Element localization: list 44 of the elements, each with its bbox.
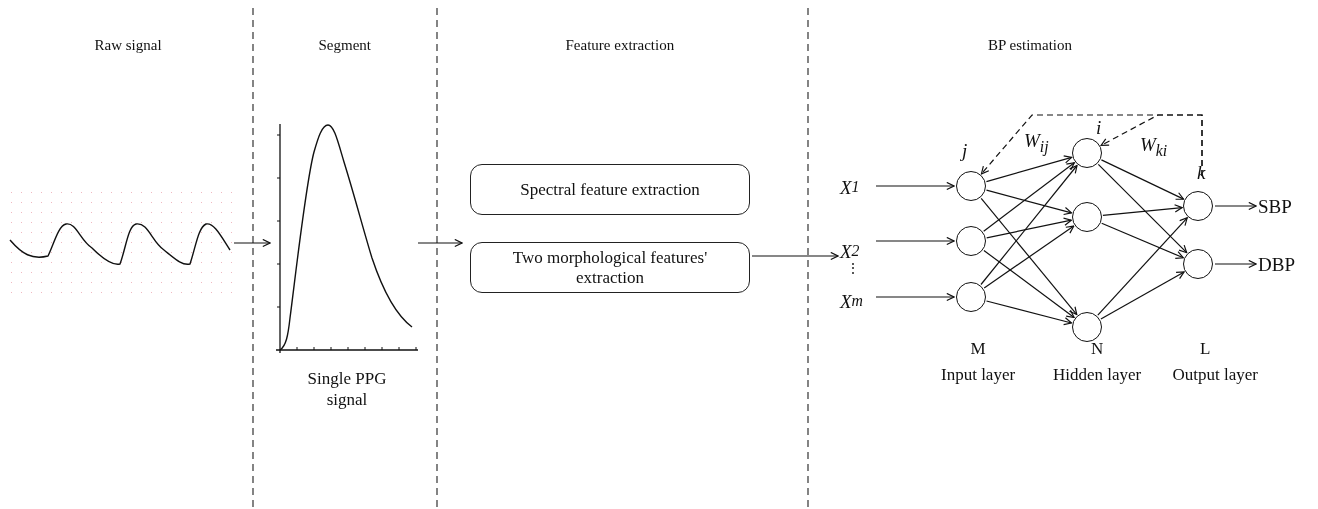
arrow xyxy=(1097,217,1188,316)
arrow xyxy=(1100,271,1185,320)
arrow xyxy=(417,238,463,248)
arrow xyxy=(751,251,839,261)
layer-size-label: M xyxy=(970,340,986,357)
arrow xyxy=(983,225,1075,289)
arrow xyxy=(986,217,1072,239)
stage-heading: Segment xyxy=(318,38,371,53)
output-label: DBP xyxy=(1258,253,1302,275)
arrow xyxy=(875,181,955,191)
neuron-index-label: i xyxy=(1096,118,1102,137)
arrow xyxy=(980,197,1078,316)
ellipsis-dots: ⋮ xyxy=(846,262,860,276)
arrow xyxy=(985,300,1073,326)
weight-label: W$_{ki}$ xyxy=(1140,135,1168,159)
arrow xyxy=(983,249,1075,319)
arrow xyxy=(983,162,1075,232)
process-box: Spectral feature extraction xyxy=(470,164,750,215)
stage-heading: Raw signal xyxy=(94,38,162,53)
process-box: Two morphological features' extraction xyxy=(470,242,750,293)
layer-name: Input layer xyxy=(941,366,1016,383)
neuron-index-label: j xyxy=(962,141,968,160)
arrow xyxy=(1097,163,1188,254)
arrow xyxy=(985,189,1073,216)
arrow xyxy=(875,292,955,302)
arrow xyxy=(1102,204,1183,216)
stage-heading: Feature extraction xyxy=(565,38,675,53)
layer-size-label: N xyxy=(1091,340,1104,357)
arrow xyxy=(1214,201,1257,211)
arrow xyxy=(875,236,955,246)
layer-name: Hidden layer xyxy=(1053,366,1142,383)
arrow xyxy=(985,155,1073,183)
neuron-index-label: k xyxy=(1197,163,1206,182)
output-label: SBP xyxy=(1258,195,1302,217)
layer-name: Output layer xyxy=(1172,366,1258,383)
stage-heading: BP estimation xyxy=(988,38,1073,53)
layer-size-label: L xyxy=(1200,340,1211,357)
arrow xyxy=(980,164,1078,286)
plot-caption: Single PPG signal xyxy=(306,368,388,411)
arrow xyxy=(233,238,271,248)
weight-label: W$_{ij}$ xyxy=(1024,131,1049,155)
arrow xyxy=(1214,259,1257,269)
arrow xyxy=(1100,159,1185,200)
arrow xyxy=(1101,222,1184,259)
